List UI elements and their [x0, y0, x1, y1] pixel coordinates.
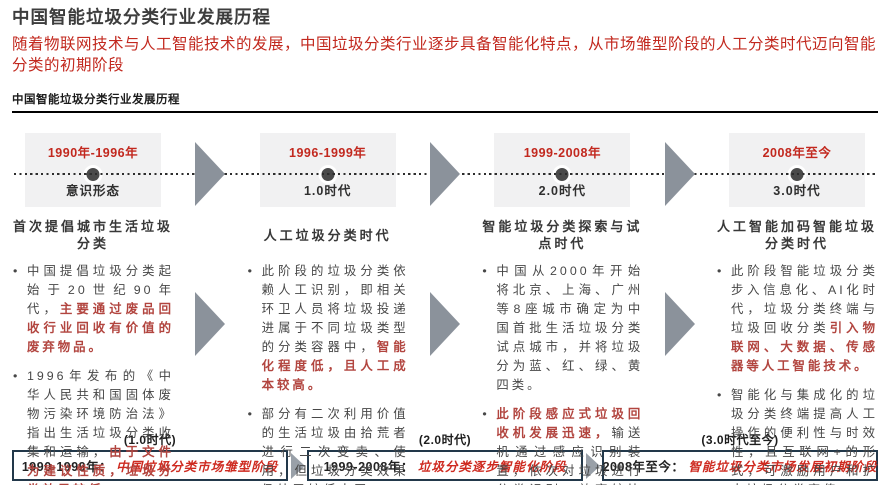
body-text: 智能化与集成化的垃圾分类终端提高人工操作的便利性与时效性，且互联网+的形式，可激…: [730, 388, 878, 485]
bullet-item: 此阶段智能垃圾分类步入信息化、AI化时代，垃圾分类终端与垃圾回收分类引入物联网、…: [716, 262, 878, 376]
stage-era: 3.0时代: [773, 184, 821, 198]
body-text: 部分有二次利用价值的生活垃圾由拾荒者进行二次变卖、使用，但垃圾分类效果仍处于较低…: [261, 407, 409, 485]
highlighted-text: 引入物联网、大数据、传感器等人工智能技术。: [730, 321, 878, 373]
timeline: 1990年-1996年 意识形态 1996-1999年 1.0时代 1999-2…: [12, 133, 878, 209]
highlighted-text: 智能化程度低，且人工成本较高。: [261, 340, 409, 392]
stage-detail-2: 人工垃圾分类时代 此阶段的垃圾分类依赖人工识别，即相关环卫人员将垃圾投递进属于不…: [247, 213, 409, 485]
body-text: 此阶段智能垃圾分类步入信息化、AI化时代，垃圾分类终端与垃圾回收分类: [730, 264, 878, 335]
stage-heading: 人工智能加码智能垃圾分类时代: [716, 219, 877, 251]
stage-bullet-list: 中国从2000年开始将北京、上海、广州等8座城市确定为中国首批生活垃圾分类试点城…: [481, 262, 643, 485]
highlighted-text: 此阶段感应式垃圾回收机发展迅速，: [496, 407, 644, 440]
stage-period: 1999-2008年: [523, 146, 601, 160]
arrow-right-icon: [429, 142, 460, 206]
bullet-item: 此阶段感应式垃圾回收机发展迅速，输送机通过感应识别装置，依次对垃圾进行分类识别，…: [481, 405, 643, 485]
highlighted-text: 主要通过废品回收行业回收有价值的废弃物品。: [27, 302, 175, 354]
stage-details: 首次提倡城市生活垃圾分类 中国提倡垃圾分类起始于20世纪90年代，主要通过废品回…: [12, 213, 878, 485]
timeline-stage-3: 1999-2008年 2.0时代: [494, 133, 631, 207]
section-label: 中国智能垃圾分类行业发展历程: [12, 93, 878, 113]
arrow-right-icon: [429, 292, 460, 356]
page-subtitle: 随着物联网技术与人工智能技术的发展，中国垃圾分类行业逐步具备智能化特点，从市场雏…: [12, 36, 877, 74]
body-text: 输送机通过感应识别装置，依次对垃圾进行分类识别，效率较比人工分类方式更高。: [496, 426, 644, 485]
arrow-right-icon: [664, 292, 695, 356]
bullet-item: 部分有二次利用价值的生活垃圾由拾荒者进行二次变卖、使用，但垃圾分类效果仍处于较低…: [247, 405, 409, 485]
stage-detail-1: 首次提倡城市生活垃圾分类 中国提倡垃圾分类起始于20世纪90年代，主要通过废品回…: [12, 213, 174, 485]
arrow-right-icon: [195, 292, 226, 356]
bullet-item: 中国从2000年开始将北京、上海、广州等8座城市确定为中国首批生活垃圾分类试点城…: [481, 262, 643, 395]
timeline-stage-1: 1990年-1996年 意识形态: [25, 133, 161, 207]
stage-bullet-list: 中国提倡垃圾分类起始于20世纪90年代，主要通过废品回收行业回收有价值的废弃物品…: [12, 262, 174, 485]
body-text: 此阶段的垃圾分类依赖人工识别，即相关环卫人员将垃圾投递进属于不同垃圾类型的分类容…: [261, 264, 409, 354]
stage-bullet-list: 此阶段智能垃圾分类步入信息化、AI化时代，垃圾分类终端与垃圾回收分类引入物联网、…: [716, 262, 878, 485]
body-text: 中国从2000年开始将北京、上海、广州等8座城市确定为中国首批生活垃圾分类试点城…: [496, 264, 644, 392]
stage-period: 1990年-1996年: [47, 146, 139, 160]
page-title: 中国智能垃圾分类行业发展历程: [12, 7, 271, 27]
bullet-item: 智能化与集成化的垃圾分类终端提高人工操作的便利性与时效性，且互联网+的形式，可激…: [716, 386, 878, 485]
bullet-item: 中国提倡垃圾分类起始于20世纪90年代，主要通过废品回收行业回收有价值的废弃物品…: [12, 262, 174, 357]
stage-detail-4: 人工智能加码智能垃圾分类时代 此阶段智能垃圾分类步入信息化、AI化时代，垃圾分类…: [716, 213, 878, 485]
body-text: 1996年发布的《中华人民共和国固体废物污染环境防治法》指出生活垃圾分类收集和运…: [27, 369, 174, 459]
summary-label-2: (2.0时代): [418, 433, 472, 447]
stage-era: 2.0时代: [538, 184, 587, 198]
bullet-item: 此阶段的垃圾分类依赖人工识别，即相关环卫人员将垃圾投递进属于不同垃圾类型的分类容…: [247, 262, 409, 395]
stage-heading: 首次提倡城市生活垃圾分类: [12, 219, 173, 251]
timeline-stage-4: 2008年至今 3.0时代: [728, 133, 865, 207]
body-text: 中国提倡垃圾分类起始于20世纪90年代，: [27, 264, 174, 316]
arrow-right-icon: [195, 142, 226, 206]
stage-period: 1996-1999年: [289, 146, 367, 160]
highlighted-text: 由于文件为建议性质，垃圾分类效果较低。: [27, 445, 175, 485]
bullet-item: 1996年发布的《中华人民共和国固体废物污染环境防治法》指出生活垃圾分类收集和运…: [12, 367, 174, 485]
arrow-right-icon: [664, 142, 695, 206]
stage-bullet-list: 此阶段的垃圾分类依赖人工识别，即相关环卫人员将垃圾投递进属于不同垃圾类型的分类容…: [247, 262, 409, 485]
stage-era: 1.0时代: [303, 184, 352, 198]
stage-heading: 智能垃圾分类探索与试点时代: [482, 219, 643, 251]
timeline-stage-2: 1996-1999年 1.0时代: [259, 133, 396, 207]
stage-heading: 人工垃圾分类时代: [263, 227, 392, 243]
stage-period: 2008年至今: [762, 146, 832, 160]
stage-detail-3: 智能垃圾分类探索与试点时代 中国从2000年开始将北京、上海、广州等8座城市确定…: [481, 213, 643, 485]
stage-era: 意识形态: [65, 184, 120, 198]
